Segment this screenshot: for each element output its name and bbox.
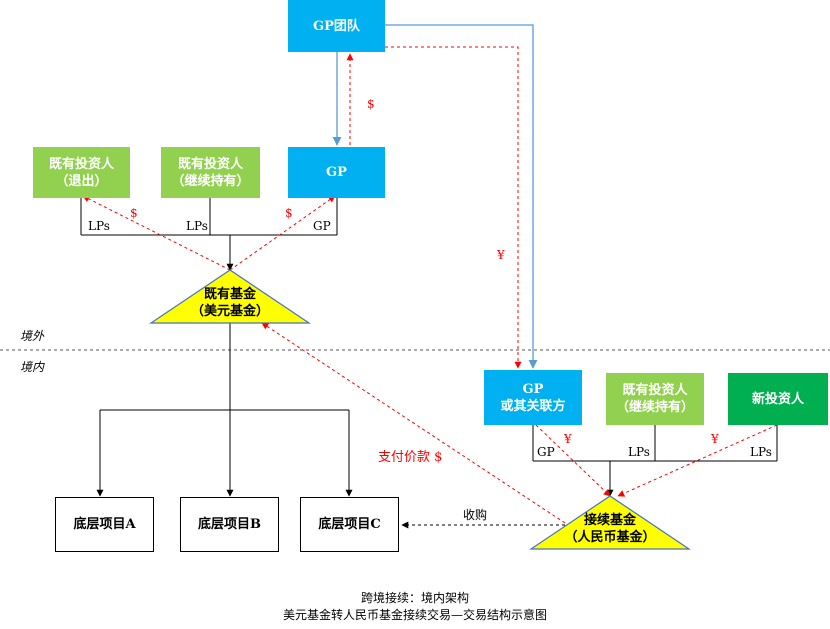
gp-affiliate-line2: 或其关联方 [500,398,566,414]
existing-investor-hold-box: 既有投资人 （继续持有） [161,147,260,198]
existing-investor-hold-line1: 既有投资人 [177,156,243,172]
offshore-bracket [80,198,338,271]
gp-label-onshore: GP [537,445,555,459]
lps-label-exit: LPs [88,219,110,233]
lps-label-onshore-hold: LPs [628,445,650,459]
gp-box: GP [288,147,385,198]
project-a-box: 底层项目A [55,497,154,552]
cny-label-gp-affiliate: ¥ [564,432,572,446]
onshore-existing-investor-line2: （继续持有） [615,400,694,415]
acquisition-label: 收购 [463,508,488,522]
existing-fund-line2: （美元基金） [190,304,269,319]
existing-investor-exit-line2: （退出） [55,173,108,189]
project-c-box: 底层项目C [300,497,399,552]
continuation-fund-triangle [529,495,691,550]
existing-fund-line1: 既有基金 [203,287,256,302]
onshore-zone-label: 境内 [20,360,45,374]
gp-label: GP [326,165,347,180]
continuation-fund-line1: 接续基金 [583,513,636,528]
cny-label-gp-team: ¥ [497,248,505,262]
gp-team-box: GP团队 [288,0,385,52]
project-b-label: 底层项目B [198,517,261,532]
new-investor-label: 新投资人 [751,391,804,407]
onshore-bracket [532,425,778,497]
caption-line1: 跨境接续：境内架构 [360,591,469,605]
onshore-existing-investor-line1: 既有投资人 [622,383,688,398]
lps-label-hold: LPs [186,219,208,233]
existing-fund-label: 既有基金 （美元基金） [180,286,280,320]
gp-label-bracket: GP [313,219,331,233]
usd-label-gp: $ [285,206,293,220]
new-investor-box: 新投资人 [728,373,828,425]
payment-label: 支付价款 $ [378,450,443,465]
gp-affiliate-line1: GP [522,381,544,397]
lps-label-new: LPs [750,445,772,459]
existing-investor-exit-box: 既有投资人 （退出） [33,147,130,198]
existing-fund-triangle [149,269,311,324]
offshore-zone-label: 境外 [20,329,45,343]
usd-label-exit: $ [130,206,138,220]
gp-flows [332,24,538,369]
cny-label-new-investor: ¥ [711,432,719,446]
project-b-box: 底层项目B [180,497,279,552]
money-flows [82,46,778,524]
onshore-existing-investor-box: 既有投资人 （继续持有） [606,373,704,425]
caption-line2: 美元基金转人民币基金接续交易—交易结构示意图 [282,608,547,622]
gp-team-label: GP团队 [313,18,360,34]
gp-affiliate-box: GP 或其关联方 [484,370,582,425]
existing-investor-hold-line2: （继续持有） [171,173,250,189]
project-c-label: 底层项目C [318,517,381,532]
project-a-label: 底层项目A [73,517,136,532]
continuation-fund-line2: （人民币基金） [564,530,656,545]
usd-label-gp-team: $ [367,97,375,111]
existing-investor-exit-line1: 既有投资人 [48,156,114,172]
continuation-fund-label: 接续基金 （人民币基金） [555,512,665,546]
fund-to-projects [96,323,353,497]
